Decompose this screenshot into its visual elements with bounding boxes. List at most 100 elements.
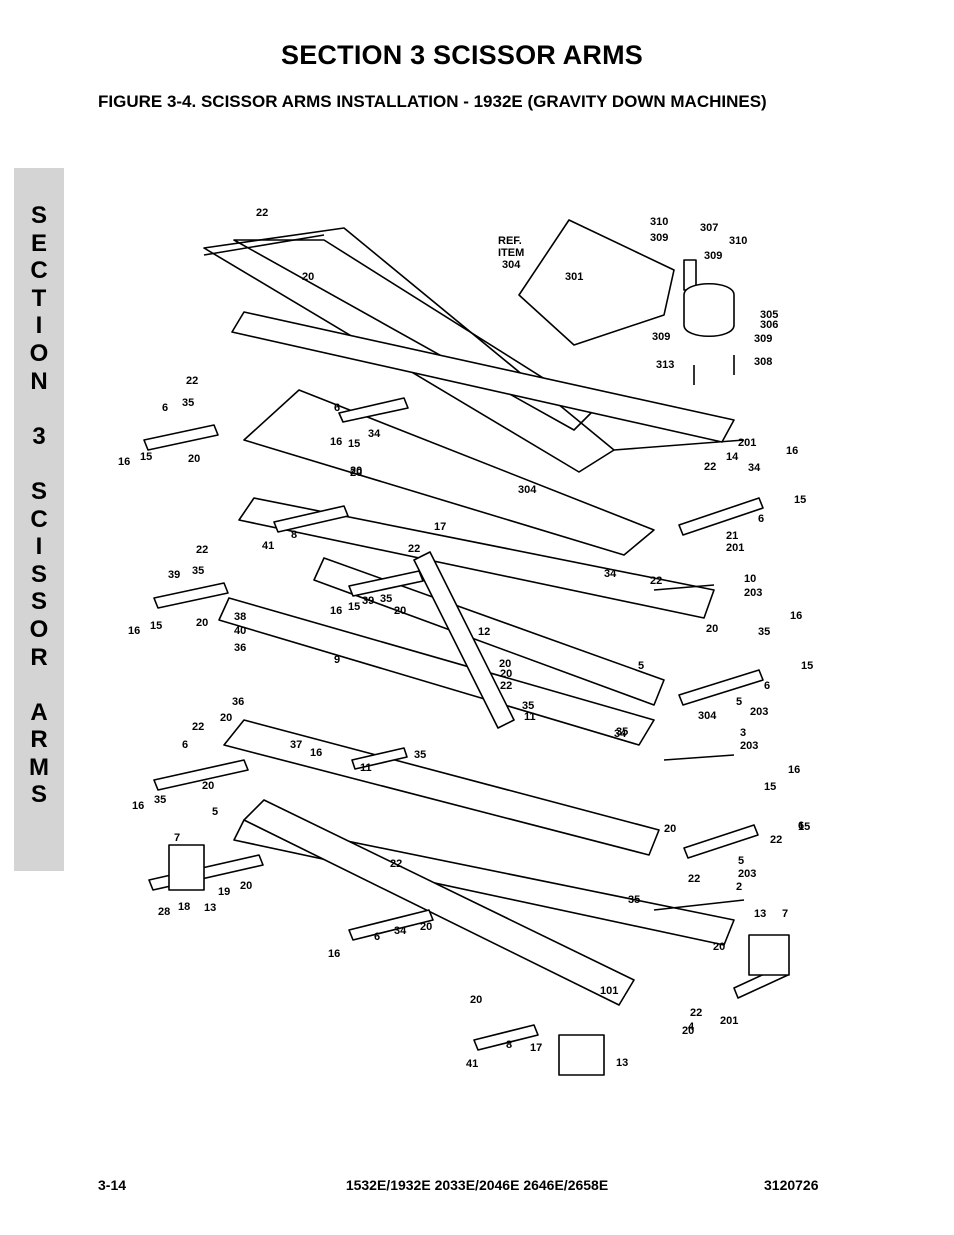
callout-number: 4 — [688, 1021, 695, 1033]
side-tab-label: S E C T I O N 3 S C I S S O R A R M S — [29, 202, 49, 809]
ref-item-label: REF. ITEM 304 — [498, 235, 524, 271]
callout-number: 22 — [770, 834, 782, 846]
callout-number: 15 — [764, 781, 776, 793]
callout-number: 3 — [740, 727, 746, 739]
callout-number: 12 — [478, 626, 490, 638]
footer-models: 1532E/1932E 2033E/2046E 2646E/2658E — [345, 1177, 609, 1193]
callout-number: 20 — [500, 668, 512, 680]
callout-number: 201 — [738, 437, 756, 449]
callout-number: 6 — [798, 820, 804, 832]
callout-number: 307 — [700, 222, 718, 234]
callout-number: 16 — [786, 445, 798, 457]
figure-title: FIGURE 3-4. SCISSOR ARMS INSTALLATION - … — [98, 92, 767, 111]
callout-number: 17 — [434, 521, 446, 533]
callout-number: 22 — [390, 858, 402, 870]
callout-number: 20 — [240, 880, 252, 892]
callout-number: 22 — [500, 680, 512, 692]
callout-number: 16 — [330, 436, 342, 448]
callout-number: 20 — [713, 941, 725, 953]
callout-number: 34 — [368, 428, 381, 440]
callout-number: 201 — [726, 542, 744, 554]
callout-number: 20 — [420, 921, 432, 933]
section-side-tab: S E C T I O N 3 S C I S S O R A R M S — [14, 168, 64, 871]
callout-number: 20 — [706, 623, 718, 635]
callout-number: 36 — [234, 642, 246, 654]
callout-number: 35 — [522, 700, 534, 712]
callout-number: 38 — [234, 611, 246, 623]
callout-number: 20 — [682, 1025, 694, 1037]
callout-number: 5 — [736, 696, 742, 708]
callout-number: 39 — [168, 569, 180, 581]
callout-number: 11 — [524, 711, 536, 723]
callout-number: 35 — [192, 565, 204, 577]
callout-number: 6 — [764, 680, 770, 692]
callout-number: 22 — [192, 721, 204, 733]
callout-number: 22 — [186, 375, 198, 387]
callout-number: 40 — [234, 625, 246, 637]
callout-number: 35 — [154, 794, 166, 806]
callout-number: 34 — [394, 925, 407, 937]
callout-number: 37 — [290, 739, 302, 751]
callout-number: 8 — [291, 529, 297, 541]
callout-number: 15 — [794, 494, 806, 506]
callout-number: 20 — [499, 658, 511, 670]
callout-number: 16 — [310, 747, 322, 759]
callout-number: 20 — [350, 465, 362, 477]
callout-number: 305 — [760, 309, 778, 321]
callout-number: 203 — [740, 740, 758, 752]
callout-number: 20 — [188, 453, 200, 465]
callout-number: 21 — [726, 530, 738, 542]
callout-number: 41 — [466, 1058, 478, 1070]
callout-number: 16 — [128, 625, 140, 637]
callout-number: 15 — [150, 620, 162, 632]
callout-number: 11 — [360, 762, 372, 774]
callout-number: 9 — [334, 654, 340, 666]
callout-number: 20 — [220, 712, 232, 724]
callout-number: 2 — [736, 881, 742, 893]
callout-number: 301 — [565, 271, 583, 283]
footer-page-number: 3-14 — [98, 1177, 127, 1193]
callout-number: 309 — [754, 333, 772, 345]
callout-number: 313 — [656, 359, 674, 371]
callout-number: 6 — [162, 402, 168, 414]
callout-number: 16 — [118, 456, 130, 468]
callout-number: 203 — [750, 706, 768, 718]
callout-number: 41 — [262, 540, 274, 552]
section-title: SECTION 3 SCISSOR ARMS — [281, 40, 643, 70]
callout-number: 5 — [638, 660, 644, 672]
callout-number: 20 — [394, 605, 406, 617]
callout-number: 16 — [132, 800, 144, 812]
callout-number: 15 — [801, 660, 813, 672]
callout-number: 15 — [140, 451, 152, 463]
callout-number: 309 — [652, 331, 670, 343]
callout-number: 20 — [302, 271, 314, 283]
callout-number: 7 — [782, 908, 788, 920]
callout-number: 35 — [758, 626, 770, 638]
callout-number: 36 — [232, 696, 244, 708]
callout-number: 6 — [182, 739, 188, 751]
callout-number: 306 — [760, 319, 778, 331]
callout-number: 309 — [704, 250, 722, 262]
callout-number: 28 — [158, 906, 170, 918]
callout-number: 35 — [182, 397, 194, 409]
callout-number: 20 — [664, 823, 676, 835]
callout-number: 304 — [698, 710, 717, 722]
callout-number: 18 — [178, 901, 190, 913]
callout-number: 309 — [650, 232, 668, 244]
scissor-arms-linework — [143, 219, 790, 1076]
callout-number: 6 — [758, 513, 764, 525]
callout-number: 13 — [616, 1057, 628, 1069]
ref-item-line-1: REF. — [498, 235, 522, 247]
callout-number: 22 — [650, 575, 662, 587]
callout-number: 6 — [334, 402, 340, 414]
callout-number: 13 — [204, 902, 216, 914]
callout-number: 22 — [688, 873, 700, 885]
callout-number: 16 — [330, 605, 342, 617]
callout-number: 5 — [212, 806, 218, 818]
callout-number: 310 — [650, 216, 668, 228]
callout-number: 20 — [350, 467, 362, 479]
callout-number: 308 — [754, 356, 772, 368]
callout-number: 34 — [604, 568, 617, 580]
callout-number: 13 — [754, 908, 766, 920]
